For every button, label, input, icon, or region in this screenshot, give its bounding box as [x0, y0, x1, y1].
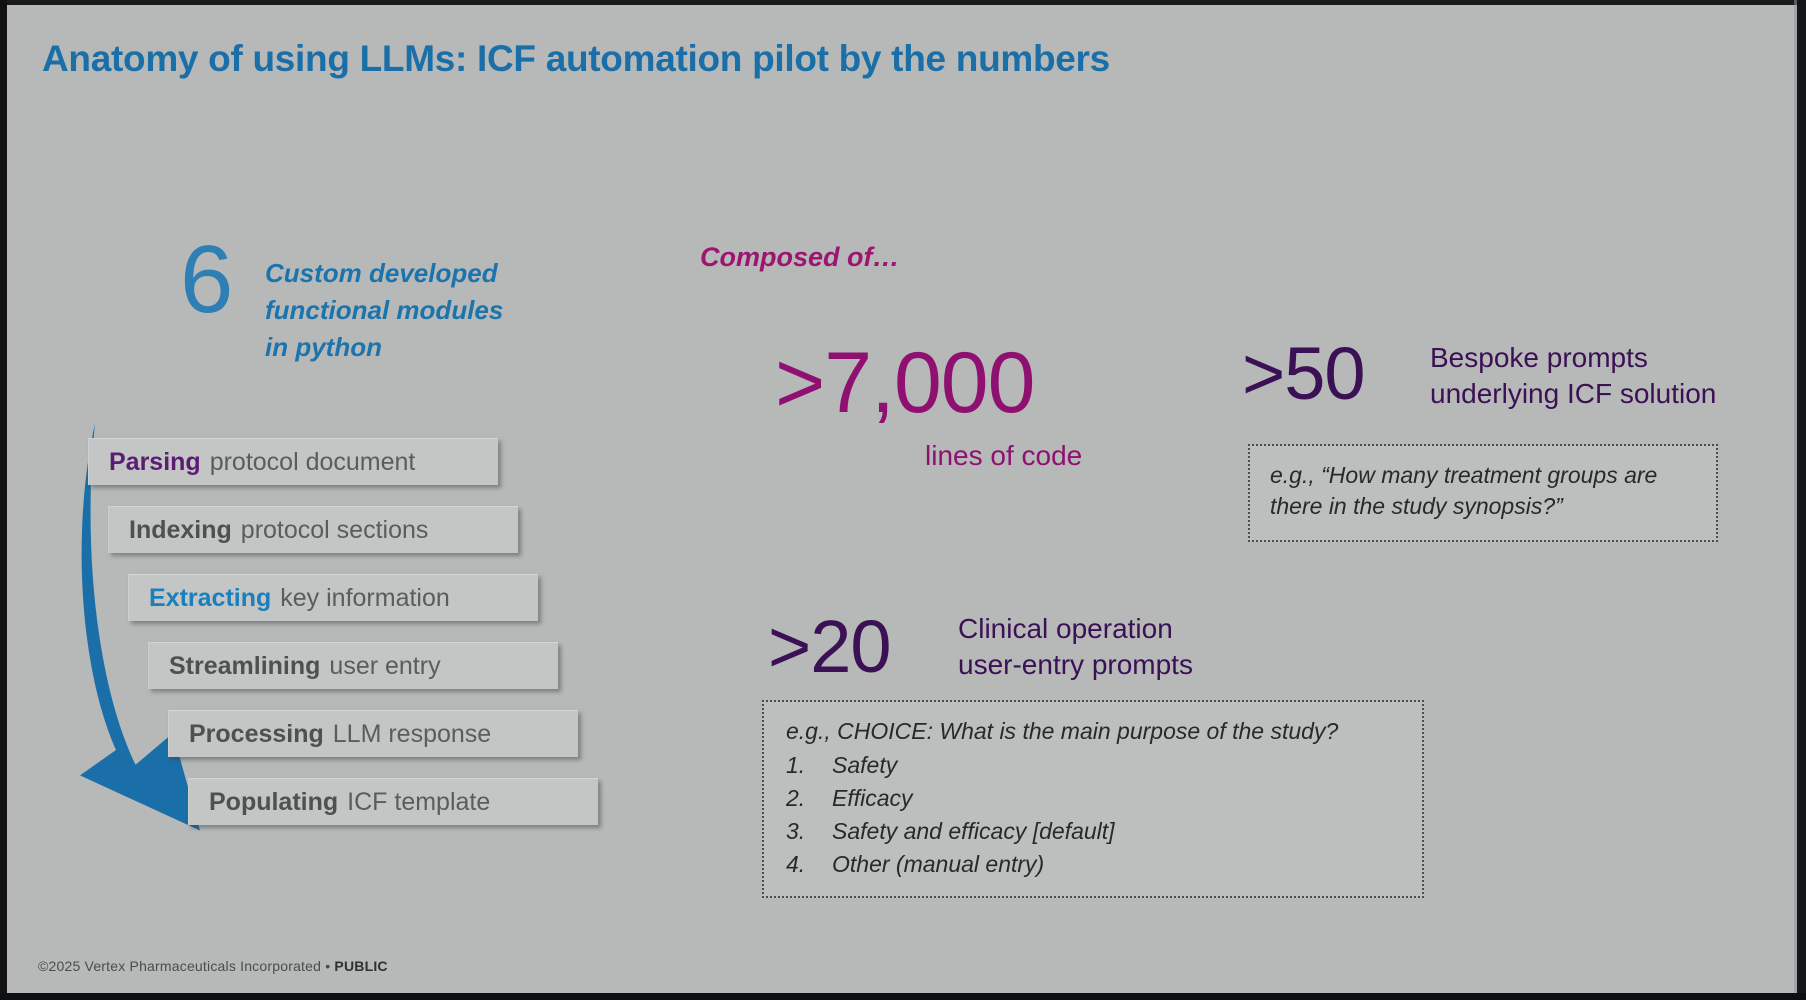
flow-step-keyword: Streamlining [169, 651, 321, 680]
slide-edge-bottom [0, 993, 1806, 1000]
bespoke-prompt-example-box: e.g., “How many treatment groups are the… [1248, 444, 1718, 542]
option-text: Safety and efficacy [default] [832, 818, 1115, 845]
flow-step-keyword: Parsing [109, 447, 201, 476]
bespoke-prompts-line-1: Bespoke prompts [1430, 342, 1648, 373]
flow-step-text: key information [280, 583, 450, 612]
flow-step-text: user entry [329, 651, 441, 680]
flow-step-text: ICF template [347, 787, 491, 816]
user-entry-example-box: e.g., CHOICE: What is the main purpose o… [762, 700, 1424, 898]
list-item: 2. Efficacy [786, 783, 1400, 814]
page-title: Anatomy of using LLMs: ICF automation pi… [42, 38, 1110, 79]
flow-step-text: protocol sections [240, 515, 429, 544]
down-arrow-icon [80, 423, 200, 831]
slide-edge-inner-right [1794, 0, 1797, 1000]
flow-step-parsing[interactable]: Parsing protocol document [88, 438, 498, 485]
user-entry-prompts-number: >20 [768, 605, 892, 688]
flow-step-keyword: Extracting [149, 583, 272, 612]
flow-step-populating[interactable]: Populating ICF template [188, 778, 598, 825]
flow-step-processing[interactable]: Processing LLM response [168, 710, 578, 757]
footer-copyright: ©2025 Vertex Pharmaceuticals Incorporate… [38, 958, 335, 974]
slide-edge-right [1797, 0, 1806, 1000]
modules-count-number: 6 [180, 226, 234, 333]
list-item: 4. Other (manual entry) [786, 849, 1400, 880]
list-item: 1. Safety [786, 750, 1400, 781]
user-entry-example-question: e.g., CHOICE: What is the main purpose o… [786, 718, 1339, 744]
modules-count-caption: Custom developed functional modules in p… [265, 255, 565, 366]
flow-step-extracting[interactable]: Extracting key information [128, 574, 538, 621]
lines-of-code-number: >7,000 [775, 335, 1035, 431]
bespoke-prompt-example-text: e.g., “How many treatment groups are the… [1270, 462, 1658, 520]
modules-caption-line-3: in python [265, 331, 382, 362]
option-text: Safety [832, 752, 898, 778]
user-entry-example-options: 1. Safety 2. Efficacy 3. Safety and effi… [786, 750, 1400, 880]
flow-step-indexing[interactable]: Indexing protocol sections [108, 506, 518, 553]
lines-of-code-label: lines of code [925, 440, 1083, 471]
flow-step-streamlining[interactable]: Streamlining user entry [148, 642, 558, 689]
option-text: Efficacy [832, 785, 913, 812]
modules-caption-line-1: Custom developed [265, 258, 498, 288]
slide-edge-left [0, 0, 7, 1000]
option-text: Other (manual entry) [832, 851, 1045, 878]
bespoke-prompts-line-2: underlying ICF solution [1430, 378, 1717, 410]
option-number: 4. [786, 851, 806, 878]
option-number: 1. [786, 752, 806, 778]
flow-step-text: protocol document [209, 447, 416, 476]
flow-step-keyword: Indexing [129, 515, 232, 544]
flow-step-keyword: Processing [189, 719, 324, 748]
composed-of-label: Composed of… [700, 242, 900, 272]
bespoke-prompts-number: >50 [1242, 332, 1366, 415]
option-number: 3. [786, 818, 806, 845]
flow-step-text: LLM response [332, 719, 492, 748]
bespoke-prompts-label: Bespoke prompts underlying ICF solution [1430, 340, 1770, 413]
option-number: 2. [786, 785, 806, 812]
modules-caption-line-2: functional modules [265, 294, 504, 325]
slide-footer: ©2025 Vertex Pharmaceuticals Incorporate… [38, 958, 388, 974]
user-entry-prompts-line-2: user-entry prompts [958, 649, 1193, 681]
flow-step-keyword: Populating [209, 787, 339, 816]
list-item: 3. Safety and efficacy [default] [786, 816, 1400, 847]
footer-classification: PUBLIC [334, 958, 388, 974]
user-entry-prompts-line-1: Clinical operation [958, 613, 1173, 644]
slide-edge-top [0, 0, 1806, 5]
user-entry-prompts-label: Clinical operation user-entry prompts [958, 611, 1258, 684]
